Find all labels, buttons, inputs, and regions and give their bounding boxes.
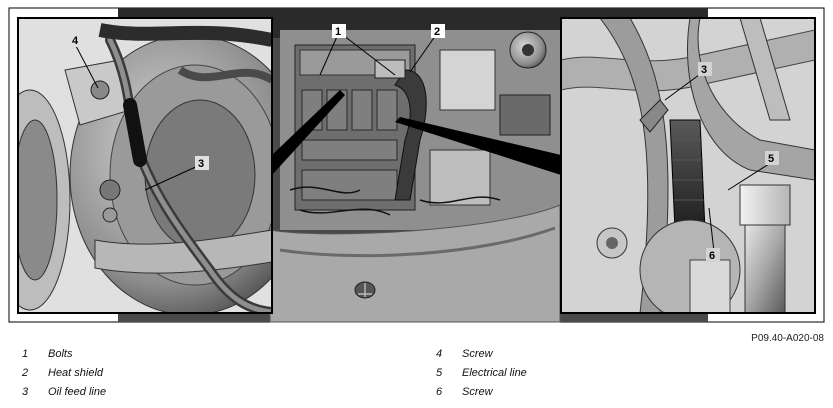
legend-label: Electrical line <box>462 367 527 379</box>
legend-number: 3 <box>22 386 29 398</box>
legend-item: 5 Electrical line <box>436 367 527 379</box>
callout-3-left: 3 <box>198 158 204 170</box>
legend-number: 4 <box>436 348 443 360</box>
legend-number: 2 <box>22 367 29 379</box>
legend-number: 1 <box>22 348 29 360</box>
legend-label: Screw <box>462 348 493 360</box>
legend-item: 6 Screw <box>436 386 493 398</box>
legend-item: 2 Heat shield <box>22 367 103 379</box>
callout-6: 6 <box>709 250 715 262</box>
left-detail-art <box>18 18 272 313</box>
legend-item: 3 Oil feed line <box>22 386 106 398</box>
callout-2: 2 <box>434 26 440 38</box>
callout-3-right: 3 <box>701 64 707 76</box>
callout-leaders <box>75 31 773 253</box>
callout-4: 4 <box>72 35 79 47</box>
legend-label: Heat shield <box>48 367 104 379</box>
legend-number: 5 <box>436 367 443 379</box>
legend-label: Oil feed line <box>48 386 107 398</box>
engine-diagram: 1 2 3 4 5 3 6 <box>8 7 825 323</box>
figure-code: P09.40-A020-08 <box>751 333 824 344</box>
callout-labels: 1 2 3 4 5 3 6 <box>69 24 779 262</box>
right-detail-art <box>561 18 815 313</box>
legend-label: Screw <box>462 386 493 398</box>
legend-number: 6 <box>436 386 443 398</box>
zoom-connector-right <box>395 117 561 175</box>
callout-5: 5 <box>768 153 774 165</box>
legend-label: Bolts <box>48 348 73 360</box>
legend-item: 4 Screw <box>436 348 493 360</box>
callout-1: 1 <box>335 26 341 38</box>
zoom-connector-left <box>272 90 345 175</box>
legend-item: 1 Bolts <box>22 348 72 360</box>
